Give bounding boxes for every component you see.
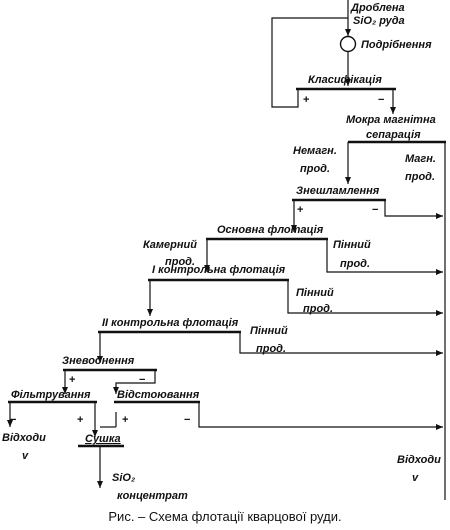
control1-foam-label-1: Пінний (296, 287, 334, 299)
concentrate-label-2: концентрат (117, 490, 188, 502)
settling-label: Відстоювання (117, 389, 200, 401)
control1-foam-label-2: прод. (303, 303, 333, 315)
waste-left-label-1: Відходи (2, 432, 46, 444)
nonmag-label-1: Немагн. (293, 145, 337, 157)
main-flotation-label: Основна флотація (217, 224, 324, 236)
input-label-1: Дроблена (350, 2, 405, 14)
grinding-label: Подрібнення (361, 39, 432, 51)
main-chamber-label-1: Камерний (143, 239, 197, 251)
control2-foam-label-1: Пінний (250, 325, 288, 337)
control1-foam-to-waste (287, 281, 443, 316)
filtration-plus: + (77, 414, 83, 426)
main-foam-label-2: прод. (340, 258, 370, 270)
control2-label: ІІ контрольна флотація (102, 317, 239, 329)
settling-plus: + (122, 414, 128, 426)
desliming-minus: − (372, 204, 378, 216)
grinding-circle-icon (339, 35, 357, 53)
concentrate-label-1: SiO₂ (112, 472, 135, 484)
dewatering-minus-arrow (113, 371, 156, 394)
drying-label: Сушка (85, 433, 121, 445)
settling-minus: − (184, 414, 190, 426)
desliming-label: Знешламлення (296, 185, 380, 197)
classification-label: Класифікація (308, 74, 382, 86)
mag-label-2: прод. (405, 171, 435, 183)
main-foam-to-waste (326, 240, 443, 275)
figure-caption: Рис. – Схема флотації кварцової руди. (108, 509, 342, 524)
dewatering-plus: + (69, 374, 75, 386)
waste-left-label-2: v (22, 450, 29, 462)
main-chamber-label-2: прод. (165, 256, 195, 268)
magnetic-label-2: сепарація (366, 129, 421, 141)
flowsheet-diagram: Дроблена SiO₂ руда Подрібнення Класифіка… (2, 0, 446, 502)
magnetic-label-1: Мокра магнітна (346, 114, 436, 126)
filtration-minus: − (10, 414, 16, 426)
waste-right-label-2: v (412, 472, 419, 484)
input-label-2: SiO₂ руда (353, 15, 405, 27)
control1-label: І контрольна флотація (152, 264, 286, 276)
classification-plus: + (303, 94, 309, 106)
mag-label-1: Магн. (405, 153, 436, 165)
desliming-plus: + (297, 204, 303, 216)
main-foam-label-1: Пінний (333, 239, 371, 251)
nonmag-label-2: прод. (300, 163, 330, 175)
dewatering-minus: − (139, 374, 145, 386)
classification-minus: − (378, 94, 384, 106)
control2-foam-label-2: прод. (256, 343, 286, 355)
filtration-label: Фільтрування (11, 389, 91, 401)
waste-right-label-1: Відходи (397, 454, 441, 466)
desliming-minus-to-waste (384, 201, 443, 219)
control2-foam-to-waste (239, 333, 443, 356)
flow-lines (7, 0, 446, 500)
recycle-loop (271, 17, 348, 108)
settling-minus-to-waste (198, 403, 443, 430)
dewatering-label: Зневоднення (62, 355, 135, 367)
operation-bars (8, 87, 446, 448)
